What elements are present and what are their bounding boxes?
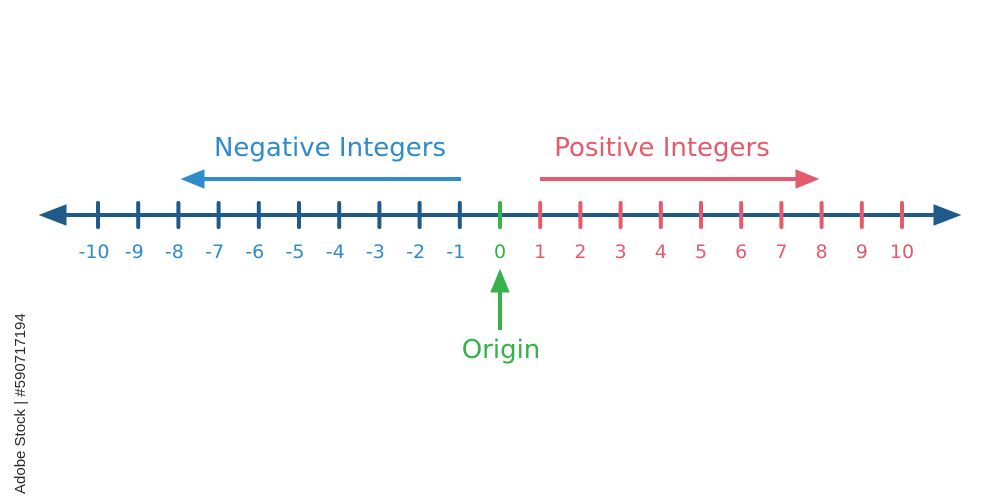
positive-integers-label: Positive Integers: [554, 133, 770, 163]
tick-label: -4: [326, 241, 345, 263]
tick-label: -8: [165, 241, 184, 263]
axis-left-arrowhead: [38, 204, 67, 226]
tick-label: 10: [890, 241, 914, 263]
origin-label: Origin: [462, 335, 541, 365]
tick-label: 2: [574, 241, 586, 263]
tick-label: -2: [406, 241, 425, 263]
tick-label: -7: [205, 241, 224, 263]
tick-label: 6: [735, 241, 747, 263]
tick-label: 5: [695, 241, 707, 263]
tick-label: 8: [816, 241, 828, 263]
tick-label: 1: [534, 241, 546, 263]
tick-label: -3: [366, 241, 385, 263]
negative-integers-label: Negative Integers: [214, 133, 446, 163]
tick-label: -10: [78, 241, 109, 263]
axis-right-arrowhead: [933, 204, 962, 226]
stock-credit-label: Adobe Stock | #590717194: [12, 313, 29, 494]
stock-credit-text: Adobe Stock | #590717194: [8, 268, 34, 500]
tick-label: 4: [655, 241, 667, 263]
tick-label: -9: [125, 241, 144, 263]
tick-label: 7: [775, 241, 787, 263]
tick-label: 3: [615, 241, 627, 263]
tick-label: 0: [494, 241, 506, 263]
positive-arrowhead: [795, 169, 820, 189]
tick-label: -5: [286, 241, 305, 263]
tick-label: -6: [245, 241, 264, 263]
tick-label: -1: [446, 241, 465, 263]
tick-label: 9: [856, 241, 868, 263]
negative-arrowhead: [180, 169, 205, 189]
tick-marks: [96, 201, 904, 229]
origin-arrowhead: [490, 268, 510, 293]
